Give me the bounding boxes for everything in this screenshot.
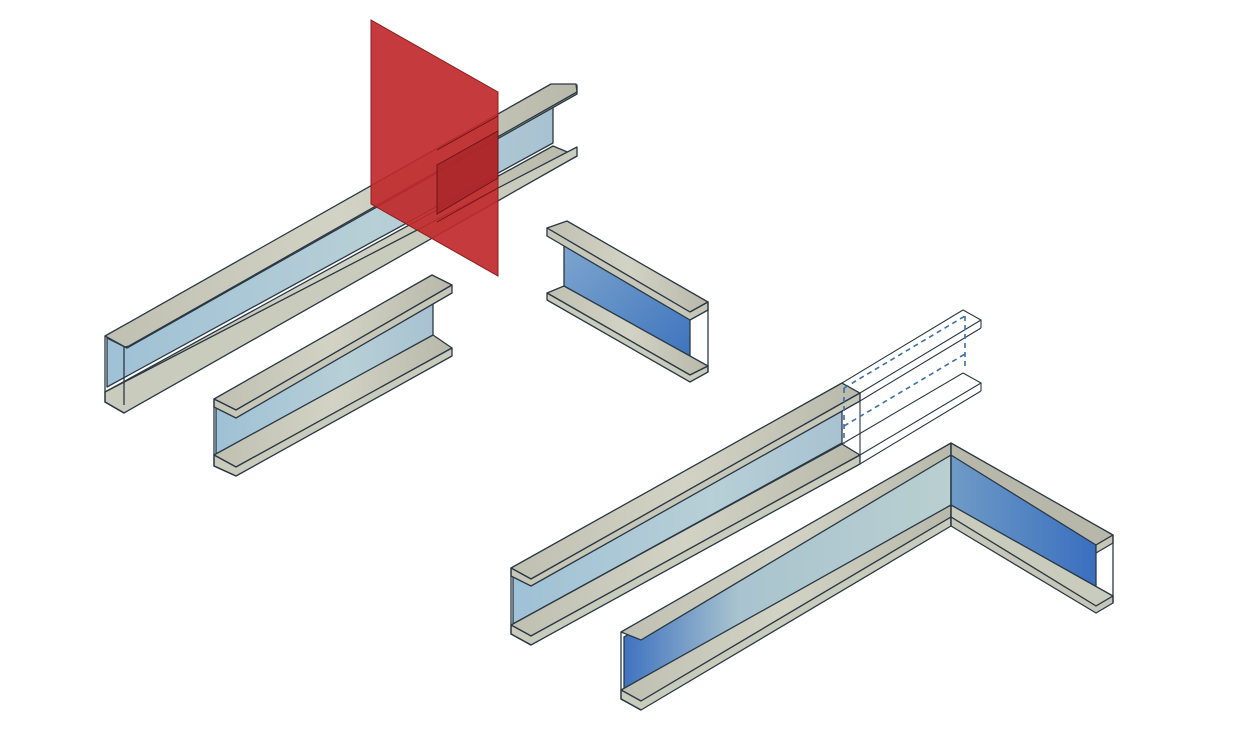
- result-channel-short: [546, 220, 709, 383]
- channel-with-removed-segment: [510, 382, 861, 646]
- cutting-plane: [370, 19, 499, 277]
- result-channel-long: [213, 274, 453, 477]
- removed-segment-outline: [841, 309, 982, 465]
- mitered-corner-channels: [620, 442, 1114, 711]
